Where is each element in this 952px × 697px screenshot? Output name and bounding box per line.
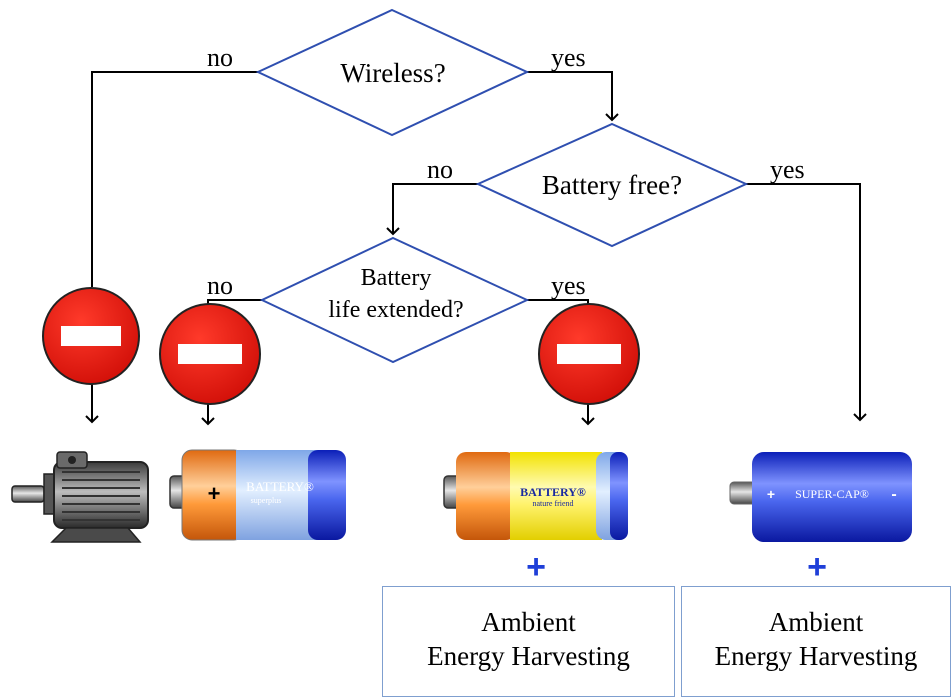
- harvest-box-line2: Energy Harvesting: [714, 641, 918, 671]
- supercap-minus: -: [891, 486, 896, 503]
- electric-motor-icon: [11, 451, 149, 543]
- decision-battery-free-label: Battery free?: [542, 170, 682, 200]
- wireless-no-label: no: [207, 43, 233, 72]
- decision-battery-free: Battery free?: [475, 122, 749, 248]
- battery-regular-brand: BATTERY®: [246, 479, 314, 494]
- supercap-icon: + SUPER-CAP® -: [729, 452, 912, 542]
- plus-icon: +: [526, 548, 546, 586]
- harvest-box-line1: Ambient: [768, 607, 864, 637]
- decision-wireless: Wireless?: [255, 8, 530, 137]
- batteryfree-yes-line: [746, 183, 867, 422]
- harvest-box: Ambient Energy Harvesting: [382, 586, 675, 697]
- no-entry-icon: [538, 303, 640, 405]
- batterylife-yes-label: yes: [551, 271, 586, 300]
- batteryfree-no-label: no: [427, 155, 453, 184]
- harvest-box-line1: Ambient: [481, 607, 576, 637]
- batterylife-no-label: no: [207, 271, 233, 300]
- harvest-box-line2: Energy Harvesting: [427, 641, 630, 671]
- harvest-box: Ambient Energy Harvesting: [681, 586, 951, 697]
- no-entry-icon: [42, 287, 140, 385]
- supercap-brand: SUPER-CAP®: [795, 487, 869, 501]
- batteryfree-yes-label: yes: [770, 155, 805, 184]
- wireless-yes-line: [527, 71, 619, 122]
- decision-battery-life: Battery life extended?: [259, 236, 530, 364]
- no-entry-icon: [159, 303, 261, 405]
- connectors: [85, 71, 867, 426]
- wireless-yes-label: yes: [551, 43, 586, 72]
- battery-eco-icon: BATTERY® nature friend: [443, 452, 628, 540]
- battery-regular-icon: + BATTERY® superplus: [169, 449, 346, 541]
- battery-eco-sub: nature friend: [532, 499, 573, 508]
- decision-battery-life-label-1: Battery: [361, 265, 432, 291]
- decision-battery-life-label-2: life extended?: [328, 297, 463, 323]
- battery-eco-brand: BATTERY®: [520, 485, 586, 499]
- decision-wireless-label: Wireless?: [340, 58, 445, 88]
- supercap-plus: +: [767, 486, 775, 502]
- plus-icon: +: [807, 548, 827, 586]
- battery-plus-sign: +: [208, 481, 221, 506]
- wireless-no-line: [91, 71, 258, 287]
- batteryfree-no-line: [386, 183, 478, 236]
- battery-regular-sub: superplus: [251, 496, 282, 505]
